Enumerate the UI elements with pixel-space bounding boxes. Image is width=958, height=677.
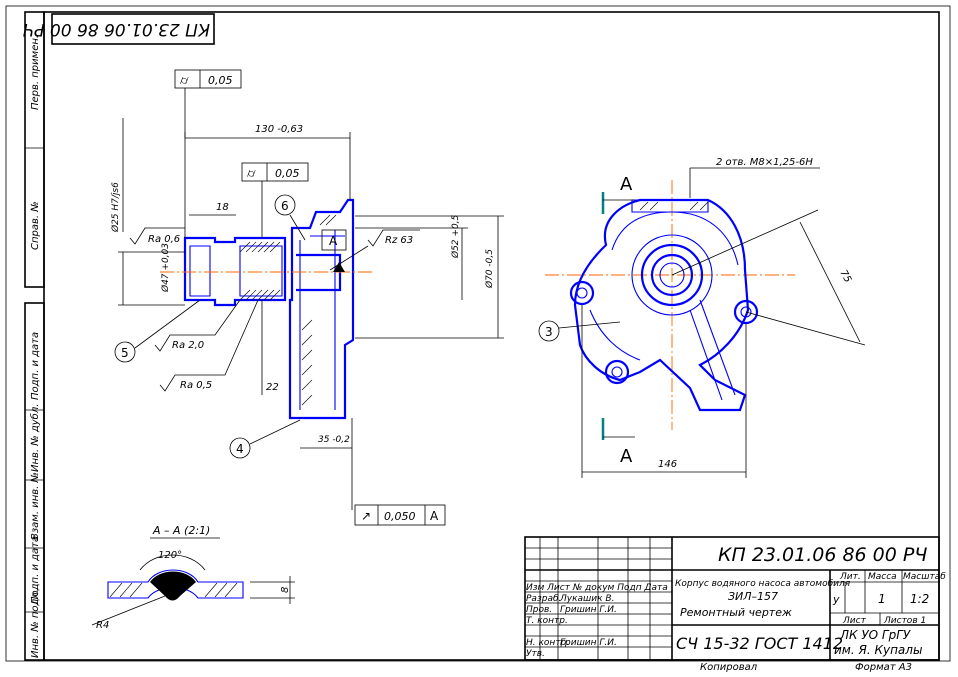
massa-label: Масса	[868, 572, 897, 582]
dim-35: 35 -0,2	[318, 435, 350, 445]
dim-75: 75	[837, 268, 853, 284]
title-block: КП 23.01.06 86 00 РЧ Изм Лист № докум По…	[524, 536, 946, 673]
razrab-label: Разраб.	[526, 594, 561, 604]
massa-value: 1	[878, 592, 886, 606]
tol-round-icon-2: ⌭	[247, 166, 256, 180]
ra-06: Ra 0,6	[148, 234, 180, 245]
list-label: Лист	[842, 616, 867, 626]
radius-r4: R4	[96, 620, 109, 631]
rz-63: Rz 63	[385, 235, 413, 246]
callout-5: 5	[121, 346, 129, 360]
dim-70: Ø70 -0,5	[484, 249, 495, 289]
tkontr-label: Т. контр.	[526, 616, 568, 626]
left-strip: Перв. примен. Справ. № Подп. и дата Инв.…	[24, 11, 45, 661]
tol-runout-value: 0,050	[384, 510, 416, 523]
title-code: КП 23.01.06 86 00 РЧ	[718, 544, 927, 566]
strip-inv-podl: Инв. № подл.	[30, 589, 41, 658]
org-line-1: ЛК УО ГрГУ	[839, 628, 911, 642]
strip-podp-data: Подп. и дата	[30, 332, 41, 400]
part-name-3: Ремонтный чертеж	[680, 606, 792, 619]
tolerance-frames: ⌭ 0,05 ⌭ 0,05 ↗ 0,050 А	[174, 69, 446, 526]
part-name-1: Корпус водяного насоса автомобиля	[675, 579, 851, 589]
masshtab-label: Масштаб	[903, 572, 946, 582]
tol-runout-datum: А	[430, 509, 439, 523]
dim-18: 18	[216, 202, 229, 213]
thread-note: 2 отв. М8×1,25-6Н	[716, 157, 813, 168]
utv-label: Утв.	[526, 649, 545, 659]
callout-4: 4	[236, 442, 244, 456]
masshtab-value: 1:2	[910, 592, 929, 606]
prov-label: Пров.	[526, 605, 552, 615]
inverted-stamp: КП 23.01.06 86 00 РЧ	[22, 13, 215, 45]
prov-name: Гришин Г.И.	[560, 605, 617, 615]
section-a-a-label: А – А (2:1)	[152, 524, 210, 537]
strip-sprav: Справ. №	[30, 201, 41, 250]
inverted-stamp-code: КП 23.01.06 86 00 РЧ	[22, 19, 210, 39]
section-a-a: А – А (2:1) 120° 8 R4	[91, 524, 295, 631]
angle-120: 120°	[158, 550, 182, 561]
roughness-marks: Ra 0,6 Ra 2,0 Ra 0,5 Rz 63	[129, 227, 420, 392]
callout-6: 6	[281, 199, 289, 213]
dim-130: 130 -0,63	[255, 124, 303, 135]
copied-label: Копировал	[700, 662, 758, 673]
side-section-view: А	[160, 198, 372, 420]
nkontr-label: Н. контр.	[526, 638, 569, 648]
dim-8: 8	[280, 587, 291, 593]
strip-primen: Перв. примен.	[30, 35, 41, 110]
strip-inv-dubl: Инв. № дубл.	[29, 404, 41, 472]
razrab-name: Лукашик В.	[559, 594, 614, 604]
lit-value: у	[832, 593, 840, 606]
outer-border	[5, 5, 951, 662]
dim-47: Ø47 +0,03	[160, 243, 171, 293]
strip-podp-data2: Подп. и дата	[30, 536, 41, 604]
nkontr-name: Гришин Г.И.	[560, 638, 617, 648]
dim-25: Ø25 H7/js6	[110, 182, 121, 233]
section-a-bottom: А	[620, 446, 633, 467]
ra-20: Ra 2,0	[172, 340, 204, 351]
datum-a-label: А	[329, 234, 338, 248]
listov-label: Листов 1	[883, 616, 926, 626]
tol-round-value-2: 0,05	[275, 167, 300, 180]
dim-22: 22	[266, 382, 279, 393]
dim-52: Ø52 +0,5	[450, 214, 461, 259]
callout-3: 3	[545, 325, 553, 339]
front-view: А А 146 75 2 отв. М8×1,25-6Н 3	[538, 157, 866, 478]
org-line-2: им. Я. Купалы	[834, 643, 922, 657]
tol-round-value-1: 0,05	[208, 74, 233, 87]
dim-146: 146	[658, 459, 677, 470]
tol-round-icon-1: ⌭	[180, 73, 189, 87]
tol-runout-icon: ↗	[361, 509, 371, 523]
lit-label: Лит.	[839, 572, 861, 582]
callouts-left: 5 4 6	[114, 194, 306, 459]
section-a-top: А	[620, 174, 633, 195]
format-label: Формат А3	[855, 662, 912, 673]
strip-vzam-inv: Взам. инв. №	[30, 472, 41, 540]
side-view-dimensions: 130 -0,63 18 22 35 -0,2 Ø52 +0,5 Ø70 -0,…	[110, 118, 504, 510]
izm-row: Изм Лист № докум Подп Дата	[526, 583, 668, 593]
part-name-2: ЗИЛ–157	[728, 590, 778, 603]
ra-05: Ra 0,5	[180, 380, 212, 391]
material: СЧ 15-32 ГОСТ 1412	[676, 634, 843, 653]
